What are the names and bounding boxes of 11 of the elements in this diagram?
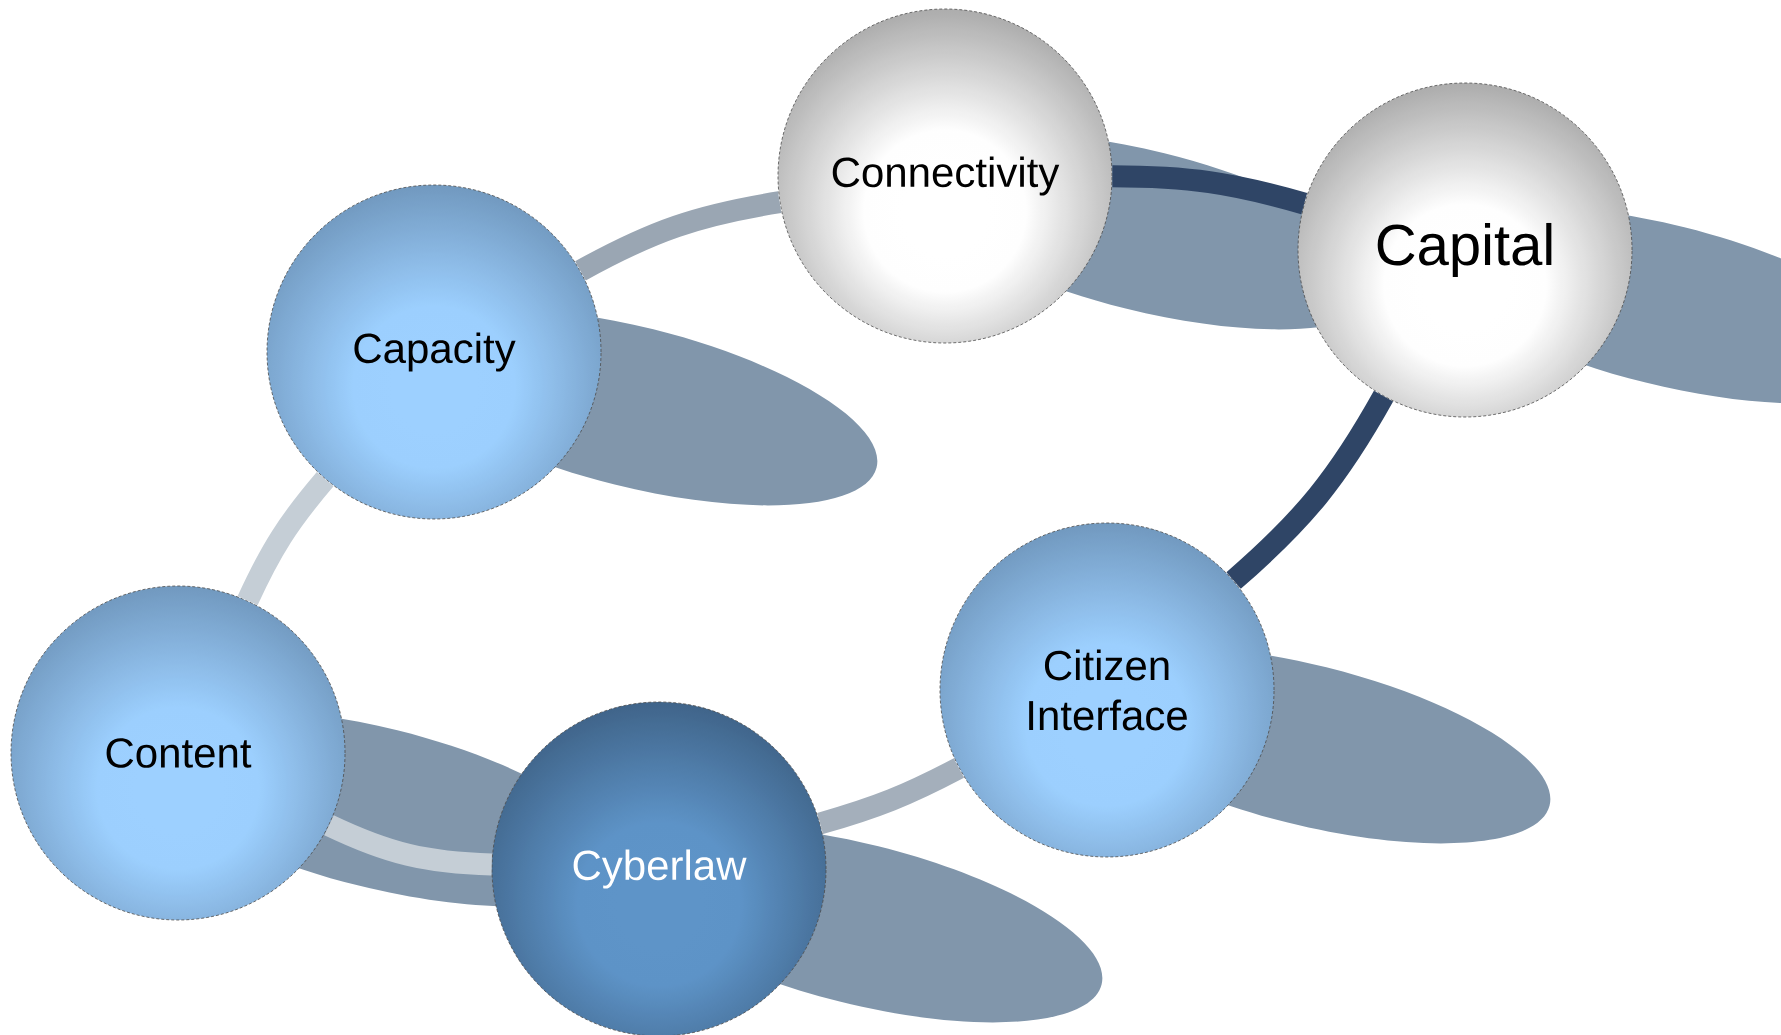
connector-band	[575, 191, 782, 281]
connector-band	[324, 815, 493, 876]
sphere: Content	[10, 585, 346, 921]
sphere: Capital	[1297, 82, 1633, 418]
sphere: Capacity	[266, 184, 602, 520]
connector-band	[237, 472, 334, 606]
sphere: Connectivity	[777, 8, 1113, 344]
connector-band	[817, 758, 964, 835]
connector-band	[1226, 390, 1394, 589]
sphere: Citizen Interface	[939, 522, 1275, 858]
connector-band	[1112, 165, 1308, 215]
